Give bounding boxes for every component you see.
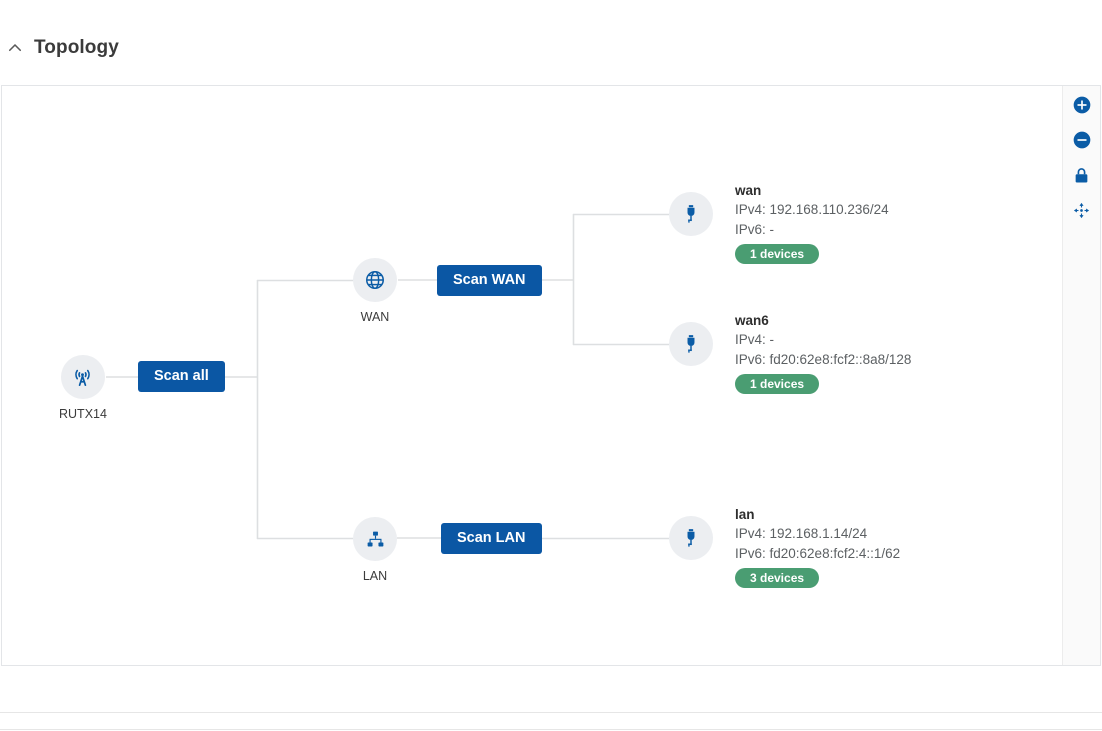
topology-canvas[interactable]: RUTX14 Scan all WAN Scan WAN [2,86,1100,665]
node-wan[interactable]: WAN [353,258,397,324]
node-lan-label: LAN [362,569,388,583]
topology-controls [1062,86,1100,665]
interface-name: wan6 [735,313,769,328]
page-title: Topology [34,37,119,58]
ethernet-plug-icon[interactable] [669,192,713,236]
ethernet-plug-icon[interactable] [669,322,713,366]
topology-section-header[interactable]: Topology [0,28,119,68]
interface-ipv6: IPv6: fd20:62e8:fcf2::8a8/128 [735,351,912,367]
footer-divider-2 [0,729,1102,730]
fit-view-button[interactable] [1071,199,1093,221]
scan-lan-button[interactable]: Scan LAN [441,523,542,554]
interface-info: wan IPv4: 192.168.110.236/24 IPv6: - 1 d… [735,181,889,264]
sitemap-icon[interactable] [353,517,397,561]
interface-ipv4: IPv4: 192.168.110.236/24 [735,202,889,217]
chevron-up-icon [6,39,24,57]
interface-ipv6: IPv6: - [735,221,775,237]
device-count-badge[interactable]: 3 devices [735,568,820,588]
scan-wan-button[interactable]: Scan WAN [437,265,542,296]
interface-info: lan IPv4: 192.168.1.14/24 IPv6: fd20:62e… [735,505,900,588]
device-count-badge[interactable]: 1 devices [735,374,820,394]
topology-panel: RUTX14 Scan all WAN Scan WAN [1,85,1101,666]
ethernet-plug-icon[interactable] [669,516,713,560]
interface-ipv4: IPv4: 192.168.1.14/24 [735,526,868,541]
interface-node-wan6[interactable]: wan6 IPv4: - IPv6: fd20:62e8:fcf2::8a8/1… [669,313,911,394]
globe-icon[interactable] [353,258,397,302]
interface-ipv4: IPv4: - [735,332,775,347]
device-count-badge[interactable]: 1 devices [735,244,820,264]
footer-divider-1 [0,712,1102,713]
scan-all-button[interactable]: Scan all [138,361,225,392]
node-router-label: RUTX14 [59,407,107,421]
zoom-out-button[interactable] [1071,129,1093,151]
interface-ipv6: IPv6: fd20:62e8:fcf2:4::1/62 [735,545,901,561]
broadcast-tower-icon[interactable] [60,355,105,399]
zoom-in-button[interactable] [1071,94,1093,116]
interface-node-wan[interactable]: wan IPv4: 192.168.110.236/24 IPv6: - 1 d… [669,183,889,264]
interface-info: wan6 IPv4: - IPv6: fd20:62e8:fcf2::8a8/1… [735,311,911,394]
interface-name: wan [735,183,762,198]
node-lan[interactable]: LAN [353,517,397,583]
lock-button[interactable] [1071,164,1093,186]
interface-node-lan[interactable]: lan IPv4: 192.168.1.14/24 IPv6: fd20:62e… [669,507,900,588]
node-wan-label: WAN [360,310,390,324]
node-router[interactable]: RUTX14 [59,355,107,421]
interface-name: lan [735,507,755,522]
